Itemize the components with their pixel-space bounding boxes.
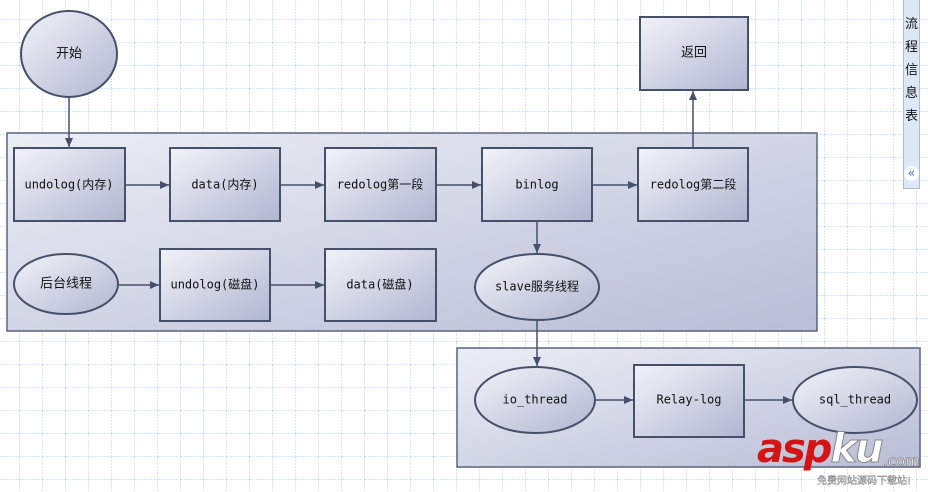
label-start: 开始	[56, 47, 82, 62]
watermark-brand: aspku	[757, 426, 884, 473]
label-relay-log: Relay-log	[656, 393, 721, 407]
flow-info-sidebar[interactable]: 流程信息表 «	[903, 0, 920, 189]
label-redolog1: redolog第一段	[337, 177, 424, 192]
label-sql-thread: sql_thread	[819, 393, 891, 407]
node-undolog-disk[interactable]	[159, 248, 271, 322]
double-chevron-left-icon[interactable]: «	[904, 166, 919, 181]
node-redolog1[interactable]	[324, 147, 437, 222]
label-data-mem: data(内存)	[191, 178, 258, 192]
label-undolog-disk: undolog(磁盘)	[170, 277, 259, 292]
label-io-thread: io_thread	[502, 393, 567, 407]
node-back[interactable]	[639, 16, 749, 91]
node-redolog2[interactable]	[637, 147, 749, 222]
node-data-disk[interactable]	[324, 248, 437, 322]
label-undolog-mem: undolog(内存)	[24, 178, 113, 192]
node-relay-log[interactable]	[633, 364, 745, 438]
node-start[interactable]	[20, 10, 118, 98]
node-bg-thread[interactable]	[13, 253, 119, 315]
label-bg-thread: 后台线程	[40, 277, 92, 292]
node-data-mem[interactable]	[169, 147, 281, 222]
label-binlog: binlog	[515, 178, 558, 192]
label-back: 返回	[681, 46, 707, 61]
watermark-logo: aspku .com 免费网站源码下载站!	[757, 426, 927, 490]
label-redolog2: redolog第二段	[650, 177, 737, 192]
label-slave: slave服务线程	[495, 279, 579, 294]
watermark-tld: .com	[883, 452, 920, 471]
node-binlog[interactable]	[481, 147, 593, 222]
label-data-disk: data(磁盘)	[346, 277, 413, 292]
node-slave[interactable]	[474, 253, 600, 321]
sidebar-title: 流程信息表	[904, 17, 918, 124]
node-undolog-mem[interactable]	[13, 147, 126, 222]
node-io-thread[interactable]	[474, 366, 596, 434]
node-sql-thread[interactable]	[792, 366, 918, 434]
watermark-slogan: 免费网站源码下载站!	[817, 476, 912, 487]
